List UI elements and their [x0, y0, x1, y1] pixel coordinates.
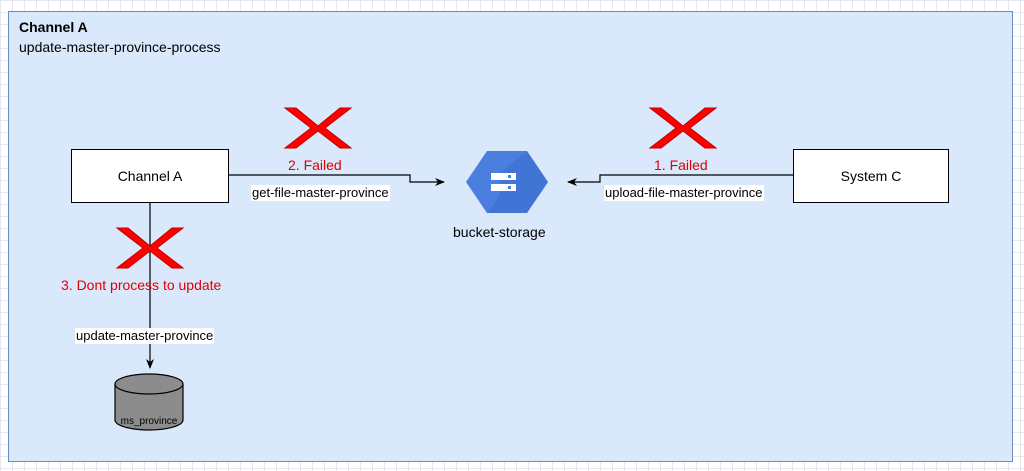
container-subtitle: update-master-province-process	[19, 39, 221, 55]
edge-label-update: update-master-province	[75, 328, 215, 344]
failure-x-icon-step1	[648, 107, 718, 149]
edge-get-file	[229, 174, 445, 186]
node-system-c[interactable]: System C	[793, 149, 949, 203]
bucket-storage-icon	[466, 151, 548, 213]
failure-x-icon-step2	[283, 107, 353, 149]
edge-label-get-file: get-file-master-province	[251, 185, 390, 201]
failure-label-step1: 1. Failed	[654, 157, 708, 173]
container-title: Channel A	[19, 19, 88, 35]
failure-label-step3: 3. Dont process to update	[61, 277, 222, 293]
bucket-storage-label: bucket-storage	[453, 224, 546, 240]
edge-label-upload-file: upload-file-master-province	[604, 185, 764, 201]
database-cylinder-icon	[114, 373, 184, 431]
failure-label-step2: 2. Failed	[288, 157, 342, 173]
edge-upload-file	[567, 174, 793, 186]
failure-x-icon-step3	[115, 227, 185, 269]
node-channel-a[interactable]: Channel A	[71, 149, 229, 203]
database-label: ms_province	[120, 416, 178, 427]
